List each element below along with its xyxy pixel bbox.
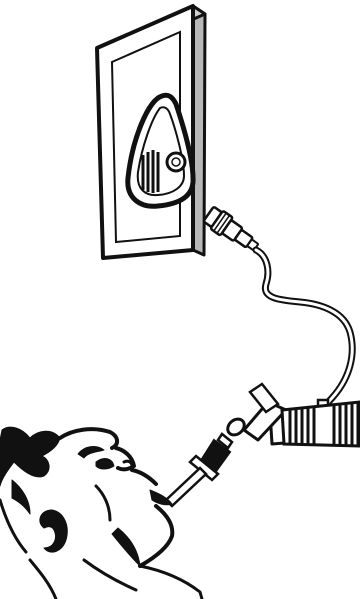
corrugated-hose (282, 402, 360, 446)
sampling-tube (256, 250, 352, 414)
patient-head (0, 427, 202, 599)
airway-tube (166, 434, 232, 506)
